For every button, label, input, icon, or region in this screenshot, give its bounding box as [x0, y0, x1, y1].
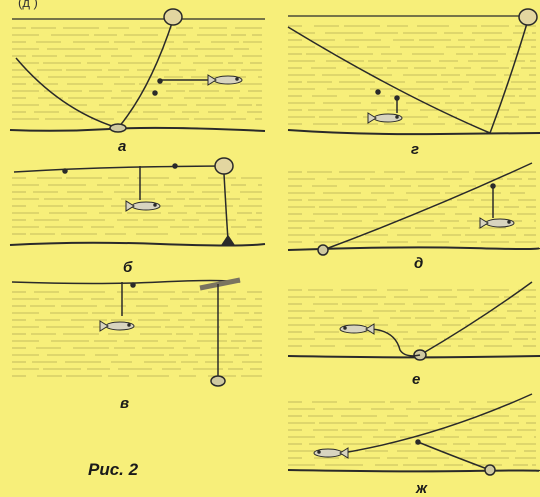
panel-g	[287, 8, 540, 136]
panel-label-d: д	[414, 255, 424, 272]
main-line	[322, 162, 533, 251]
fish	[313, 447, 349, 459]
river-bottom	[9, 126, 266, 132]
panel-label-e: е	[412, 371, 421, 388]
float-line	[223, 173, 229, 241]
main-line	[419, 281, 533, 356]
panel-b	[9, 157, 266, 247]
panel-label-zh: ж	[416, 480, 428, 497]
sinker	[317, 244, 329, 256]
panel-label-g: г	[411, 141, 420, 158]
fish	[125, 200, 161, 212]
anchor	[220, 234, 236, 246]
float	[214, 157, 234, 175]
figure-caption: Рис. 2	[88, 460, 139, 479]
float	[518, 8, 538, 26]
river-bottom	[287, 355, 540, 359]
fish	[367, 112, 403, 124]
sinker	[484, 464, 496, 476]
main-line	[329, 393, 533, 456]
river-bottom	[9, 241, 266, 247]
fish	[207, 74, 243, 86]
main-line	[15, 57, 119, 129]
panel-d	[287, 162, 540, 256]
leader	[417, 441, 491, 471]
river-bottom	[287, 246, 540, 251]
river-bottom	[287, 129, 540, 136]
float	[163, 8, 183, 26]
panel-v	[11, 277, 241, 387]
river-bottom	[287, 469, 540, 473]
float-line	[489, 19, 529, 134]
panel-zh	[287, 393, 540, 476]
main-line	[287, 26, 491, 134]
float-line	[117, 19, 174, 129]
water-hatching	[12, 25, 536, 466]
top-text-fragment: (д )	[18, 0, 38, 10]
water-surface	[13, 165, 226, 173]
leader	[369, 328, 421, 357]
panel-label-v: в	[120, 395, 130, 412]
fish	[99, 320, 135, 332]
rod-tip	[199, 277, 241, 291]
fish	[339, 323, 375, 335]
panel-a	[9, 8, 266, 133]
fish	[479, 217, 515, 229]
main-line	[11, 279, 241, 285]
sinker	[210, 375, 226, 387]
panel-e	[287, 281, 540, 361]
panel-label-a: а	[118, 138, 127, 155]
panel-label-b: б	[123, 259, 133, 276]
sinker	[109, 123, 127, 133]
